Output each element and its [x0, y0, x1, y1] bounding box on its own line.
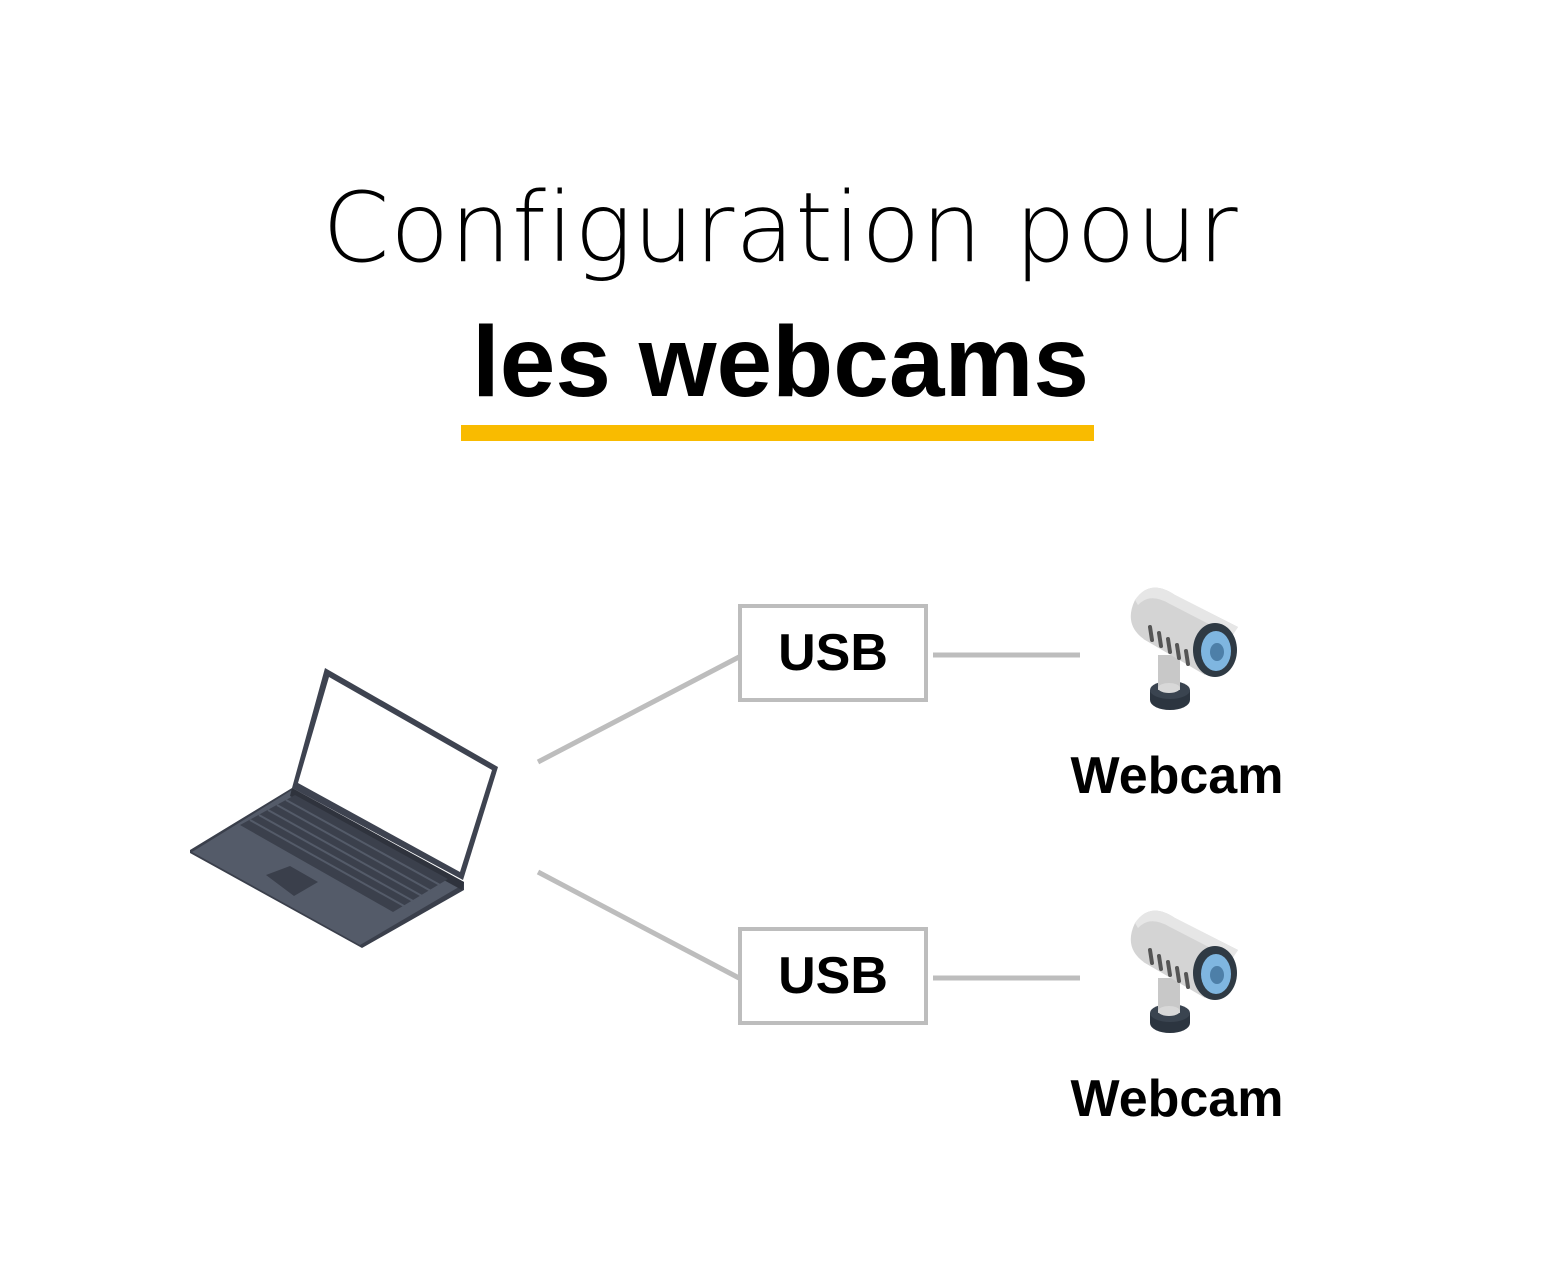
- title-line-2: les webcams: [471, 306, 1090, 418]
- line-laptop-to-usb-2: [536, 869, 741, 981]
- webcam-label-1: Webcam: [1070, 747, 1284, 805]
- webcam-icon-2: [1128, 908, 1240, 1035]
- laptop-icon: [190, 668, 498, 948]
- usb-box-2: USB: [738, 927, 928, 1025]
- webcam-label-2: Webcam: [1070, 1070, 1284, 1128]
- usb-label-2: USB: [778, 947, 888, 1005]
- usb-label-1: USB: [778, 624, 888, 682]
- webcam-icon-1: [1128, 585, 1240, 712]
- usb-box-1: USB: [738, 604, 928, 702]
- title-underline: [461, 425, 1094, 441]
- line-laptop-to-usb-1: [536, 654, 741, 765]
- connection-lines: [536, 652, 1080, 981]
- title-line-1: Configuration pour: [322, 172, 1239, 284]
